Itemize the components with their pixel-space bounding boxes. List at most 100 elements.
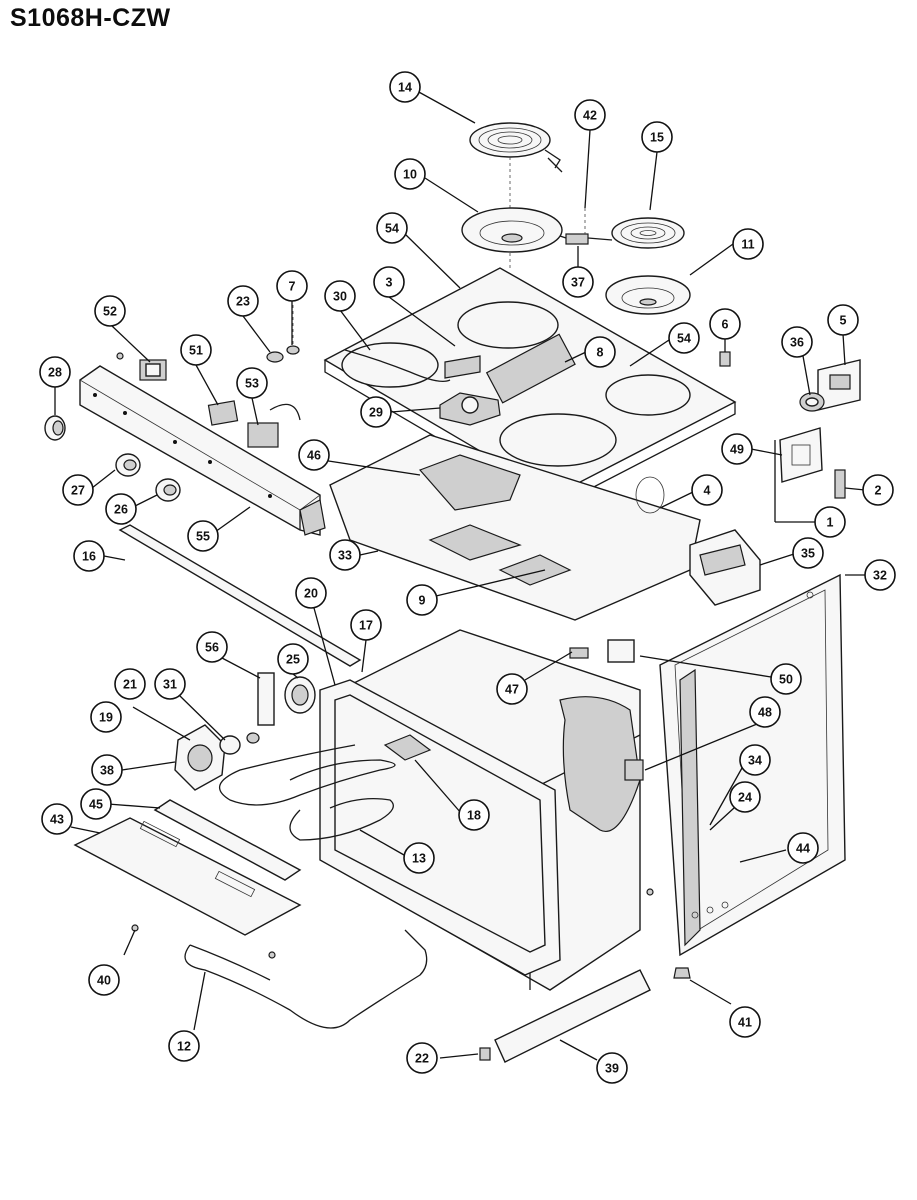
element-box	[689, 529, 761, 606]
callout-circle	[329, 539, 361, 571]
callout-number: 44	[796, 842, 810, 856]
callout-55: 55	[187, 520, 219, 552]
callout-circle	[39, 356, 71, 388]
callout-number: 38	[100, 764, 114, 778]
callout-number: 9	[419, 594, 426, 608]
callout-circle	[739, 744, 771, 776]
callout-circle	[406, 1042, 438, 1074]
callout-circle	[90, 701, 122, 733]
callout-number: 21	[123, 678, 137, 692]
callout-circle	[781, 326, 813, 358]
callout-circle	[732, 228, 764, 260]
callout-circle	[749, 696, 781, 728]
callout-number: 54	[677, 332, 691, 346]
callout-21: 21	[114, 668, 146, 700]
callout-number: 20	[304, 587, 318, 601]
callout-circle	[373, 266, 405, 298]
callout-circle	[389, 71, 421, 103]
callout-circle	[721, 433, 753, 465]
callout-circle	[641, 121, 673, 153]
wire-harness	[344, 349, 451, 383]
callout-circle	[403, 842, 435, 874]
callout-circle	[324, 280, 356, 312]
callout-number: 43	[50, 813, 64, 827]
drip-bowl-large	[461, 207, 563, 253]
callout-56: 56	[196, 631, 228, 663]
callout-5: 5	[827, 304, 859, 336]
broil-element	[219, 744, 396, 806]
callout-number: 12	[177, 1040, 191, 1054]
callout-number: 25	[286, 653, 300, 667]
callout-number: 42	[583, 109, 597, 123]
callout-circle	[862, 474, 894, 506]
callout-19: 19	[90, 701, 122, 733]
callout-number: 55	[196, 530, 210, 544]
callout-circle	[458, 799, 490, 831]
callout-circle	[406, 584, 438, 616]
knob-28	[44, 415, 66, 441]
callout-circle	[350, 609, 382, 641]
callout-49: 49	[721, 433, 753, 465]
callout-circle	[277, 643, 309, 675]
callout-number: 32	[873, 569, 887, 583]
callout-44: 44	[787, 832, 819, 864]
callout-circle	[814, 506, 846, 538]
callout-46: 46	[298, 439, 330, 471]
terminal-bracket	[817, 359, 861, 411]
callout-number: 8	[597, 346, 604, 360]
knob-26	[155, 478, 181, 502]
callout-number: 27	[71, 484, 85, 498]
callout-13: 13	[403, 842, 435, 874]
callout-45: 45	[80, 788, 112, 820]
callout-number: 18	[467, 809, 481, 823]
callout-31: 31	[154, 668, 186, 700]
callout-circle	[376, 212, 408, 244]
oven-cavity	[319, 629, 641, 991]
callout-circle	[596, 1052, 628, 1084]
callout-9: 9	[406, 584, 438, 616]
drip-bowl-small	[605, 275, 691, 315]
light-housing	[174, 724, 226, 791]
callout-circle	[196, 631, 228, 663]
callout-circle	[41, 803, 73, 835]
callout-6: 6	[709, 308, 741, 340]
callout-number: 14	[398, 81, 412, 95]
callout-number: 40	[97, 974, 111, 988]
callout-number: 36	[790, 336, 804, 350]
callout-circle	[180, 334, 212, 366]
callout-24: 24	[729, 781, 761, 813]
callout-number: 11	[741, 238, 754, 252]
callout-circle	[276, 270, 308, 302]
knob-spacer	[266, 351, 284, 363]
callout-circle	[298, 439, 330, 471]
callout-28: 28	[39, 356, 71, 388]
callout-number: 4	[704, 484, 711, 498]
top-frame	[329, 434, 701, 621]
callout-40: 40	[88, 964, 120, 996]
callout-circle	[91, 754, 123, 786]
bracket-2	[834, 469, 846, 499]
callout-number: 31	[163, 678, 177, 692]
callout-circle	[691, 474, 723, 506]
callout-number: 56	[205, 641, 219, 655]
callout-circle	[394, 158, 426, 190]
callout-circle	[729, 781, 761, 813]
switch-bracket-49	[779, 427, 823, 483]
callout-number: 52	[103, 305, 117, 319]
callout-number: 6	[722, 318, 729, 332]
callout-circle	[154, 668, 186, 700]
callout-number: 28	[48, 366, 62, 380]
callout-18: 18	[458, 799, 490, 831]
callout-23: 23	[227, 285, 259, 317]
callout-25: 25	[277, 643, 309, 675]
thermostat	[247, 403, 301, 448]
callout-51: 51	[180, 334, 212, 366]
callout-10: 10	[394, 158, 426, 190]
callout-circle	[574, 99, 606, 131]
callout-number: 10	[403, 168, 417, 182]
callout-number: 5	[840, 314, 847, 328]
bracket-48	[624, 759, 644, 781]
callout-34: 34	[739, 744, 771, 776]
callout-circle	[73, 540, 105, 572]
callout-number: 22	[415, 1052, 429, 1066]
